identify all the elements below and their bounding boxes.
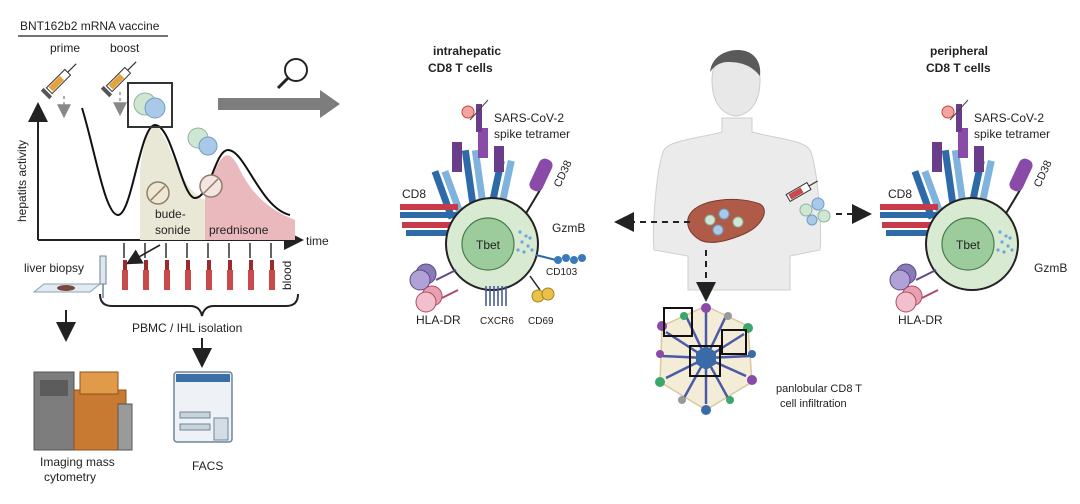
patient-panel: panlobular CD8 T cell infiltration <box>614 50 872 415</box>
intrahepatic-cell-panel: intrahepatic CD8 T cells SARS-CoV-2 spik… <box>400 44 586 327</box>
cd8-label: CD8 <box>402 187 426 201</box>
cxcr6-label: CXCR6 <box>480 316 514 327</box>
tetramer-label-2: spike tetramer <box>494 127 570 141</box>
cd8-receptor-icon <box>880 204 938 236</box>
cd103-receptor-icon <box>535 254 586 264</box>
cd38-label: CD38 <box>552 159 575 190</box>
hair-icon <box>710 50 761 76</box>
imc-label-1: Imaging mass <box>40 455 115 469</box>
peripheral-gzmb-label: GzmB <box>1034 261 1067 275</box>
highlight-box <box>127 82 173 128</box>
peripheral-cell-panel: peripheral CD8 T cells SARS-CoV-2 spike … <box>880 44 1067 327</box>
peripheral-cd38-label: CD38 <box>1032 159 1055 190</box>
hla-dr-receptor-icon <box>889 263 939 313</box>
intrahepatic-title-1: intrahepatic <box>433 44 501 58</box>
pipette-icon <box>99 255 107 298</box>
blood-label: blood <box>280 261 294 290</box>
gzmb-label: GzmB <box>552 221 585 235</box>
peripheral-nucleus <box>941 217 995 271</box>
facs-machine-icon <box>173 371 233 443</box>
syringe-icon <box>785 180 818 203</box>
tetramer-label-1: SARS-CoV-2 <box>494 111 564 125</box>
cd69-label: CD69 <box>528 316 554 327</box>
prednisone-label: prednisone <box>209 223 269 237</box>
facs-label: FACS <box>192 459 223 473</box>
blood-tube-icon <box>122 260 128 290</box>
blood-tube-icon <box>227 260 233 290</box>
hla-dr-receptor-icon <box>409 263 459 313</box>
timeline-panel: BNT162b2 mRNA vaccine prime boost hepati… <box>15 19 340 484</box>
blood-tube-icon <box>164 260 170 290</box>
blood-tube-icon <box>143 260 149 290</box>
y-axis-label: hepatits activity <box>15 140 29 222</box>
cd69-receptor-icon <box>529 275 555 303</box>
infiltration-label-2: cell infiltration <box>780 398 847 410</box>
hla-dr-label: HLA-DR <box>416 313 461 327</box>
prime-label: prime <box>50 41 80 55</box>
isolation-brace <box>99 293 299 317</box>
peripheral-tetramer-label-1: SARS-CoV-2 <box>974 111 1044 125</box>
imaging-mass-cytometer-icon <box>33 371 133 451</box>
peripheral-hla-dr-label: HLA-DR <box>898 313 943 327</box>
cd38-receptor-icon <box>524 158 553 216</box>
peripheral-cd8-label: CD8 <box>888 187 912 201</box>
budesonide-label-2: sonide <box>155 223 191 237</box>
magnifier-icon <box>276 58 308 90</box>
cd103-label: CD103 <box>546 267 578 278</box>
budesonide-pill-icon <box>146 181 170 205</box>
peripheral-tbet-label: Tbet <box>956 238 981 252</box>
budesonide-label-1: bude- <box>155 207 186 221</box>
syringe-icon <box>100 61 137 98</box>
liver-icon <box>687 198 765 243</box>
blood-tube-icon <box>248 260 254 290</box>
prednisone-pill-icon <box>199 174 223 198</box>
liver-lobule-icon <box>655 303 757 415</box>
blood-tube-icon <box>269 260 275 290</box>
granzyme-dots <box>996 230 1014 254</box>
peripheral-title-1: peripheral <box>930 44 988 58</box>
intrahepatic-tbet-label: Tbet <box>476 238 501 252</box>
x-axis-label: time <box>306 234 329 248</box>
cd38-receptor-icon <box>1004 158 1033 216</box>
peripheral-tetramer-label-2: spike tetramer <box>974 127 1050 141</box>
peripheral-title-2: CD8 T cells <box>926 61 991 75</box>
blood-tube-icon <box>185 260 191 290</box>
intrahepatic-nucleus <box>461 217 515 271</box>
granzyme-dots <box>516 230 534 254</box>
syringe-icon <box>40 63 77 100</box>
isolation-label: PBMC / IHL isolation <box>132 321 242 335</box>
cxcr6-receptor-icon <box>485 286 507 306</box>
liver-biopsy-label: liver biopsy <box>24 261 84 275</box>
big-grey-arrow <box>218 90 340 118</box>
prednisone-area <box>205 155 295 240</box>
budesonide-area <box>140 127 205 240</box>
imc-label-2: cytometry <box>44 470 96 484</box>
blood-cells-icon <box>799 197 831 226</box>
intrahepatic-title-2: CD8 T cells <box>428 61 493 75</box>
vaccine-header: BNT162b2 mRNA vaccine <box>20 19 160 33</box>
cd8-receptor-icon <box>400 204 458 236</box>
boost-label: boost <box>110 41 140 55</box>
blood-tube-icon <box>206 260 212 290</box>
infiltration-label-1: panlobular CD8 T <box>776 383 862 395</box>
biopsy-slide-icon <box>32 283 102 293</box>
hepatitis-curve <box>81 107 291 217</box>
t-cells-icon <box>133 92 218 156</box>
blood-tubes <box>122 243 275 290</box>
